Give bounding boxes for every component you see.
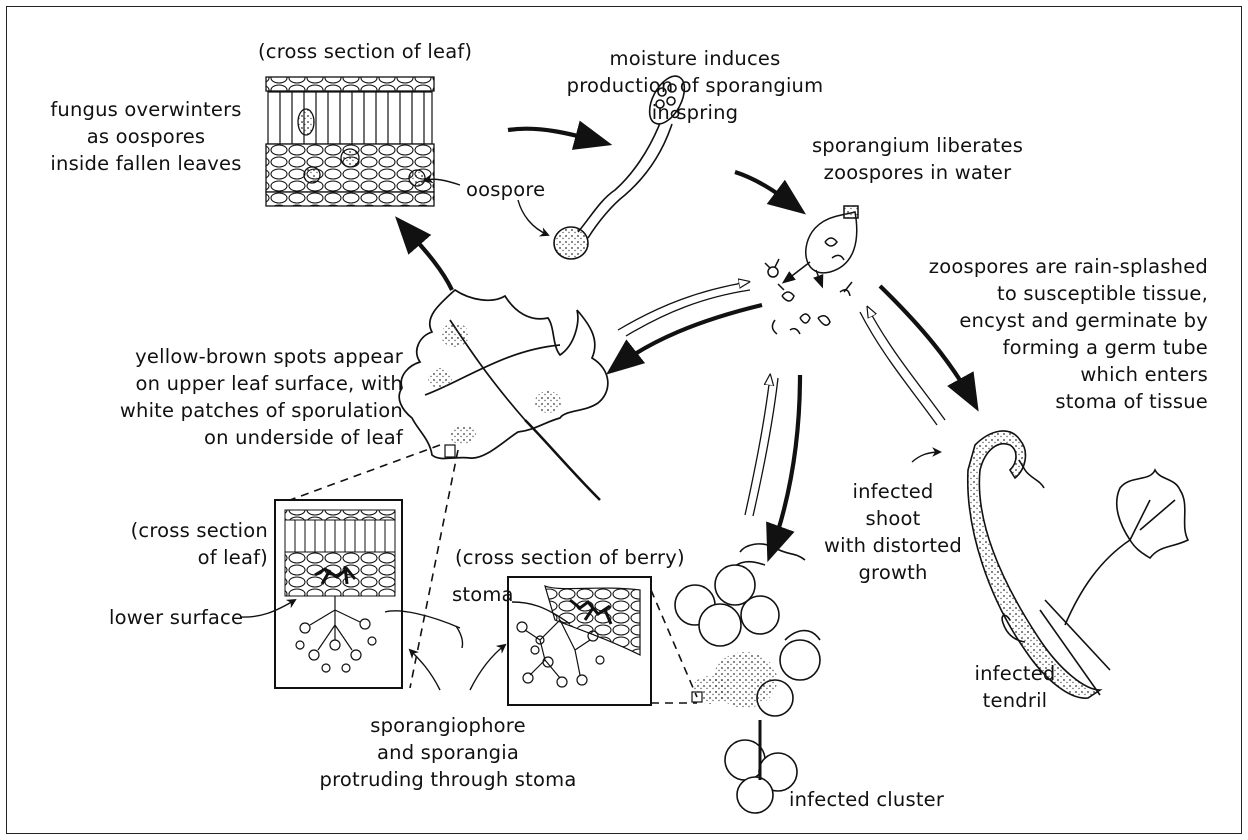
label-yellow-brown-spots: yellow-brown spots appear on upper leaf … — [40, 343, 403, 451]
label-cross-section-leaf-top: (cross section of leaf) — [258, 38, 458, 65]
leaf-cross-section-top — [266, 77, 434, 206]
label-fungus-overwinters: fungus overwinters as oospores inside fa… — [36, 96, 256, 177]
sporangium-with-zoospores — [765, 206, 858, 334]
label-infected-shoot: infected shoot with distorted growth — [818, 478, 968, 586]
label-lower-surface: lower surface — [109, 604, 243, 631]
label-sporangium-liberates: sporangium liberates zoospores in water — [780, 132, 1055, 186]
label-cross-section-berry: (cross section of berry) — [455, 544, 685, 571]
label-infected-tendril: infected tendril — [965, 660, 1065, 714]
infected-grape-cluster — [675, 544, 820, 813]
label-oospore: oospore — [466, 176, 545, 203]
label-infected-cluster: infected cluster — [789, 786, 944, 813]
berry-cross-section-box — [508, 577, 651, 705]
label-sporangiophore: sporangiophore and sporangia protruding … — [318, 712, 578, 793]
label-zoospores-rain-splashed: zoospores are rain-splashed to susceptib… — [860, 253, 1208, 415]
label-cross-section-leaf-bottom: (cross section of leaf) — [120, 517, 268, 571]
label-stoma: stoma — [452, 581, 514, 608]
infected-grape-leaf — [399, 290, 608, 500]
label-moisture-induces-sporangium: moisture induces production of sporangiu… — [545, 45, 845, 126]
leaf-cross-section-box — [275, 500, 402, 688]
infected-shoot-with-tendril — [968, 431, 1188, 698]
